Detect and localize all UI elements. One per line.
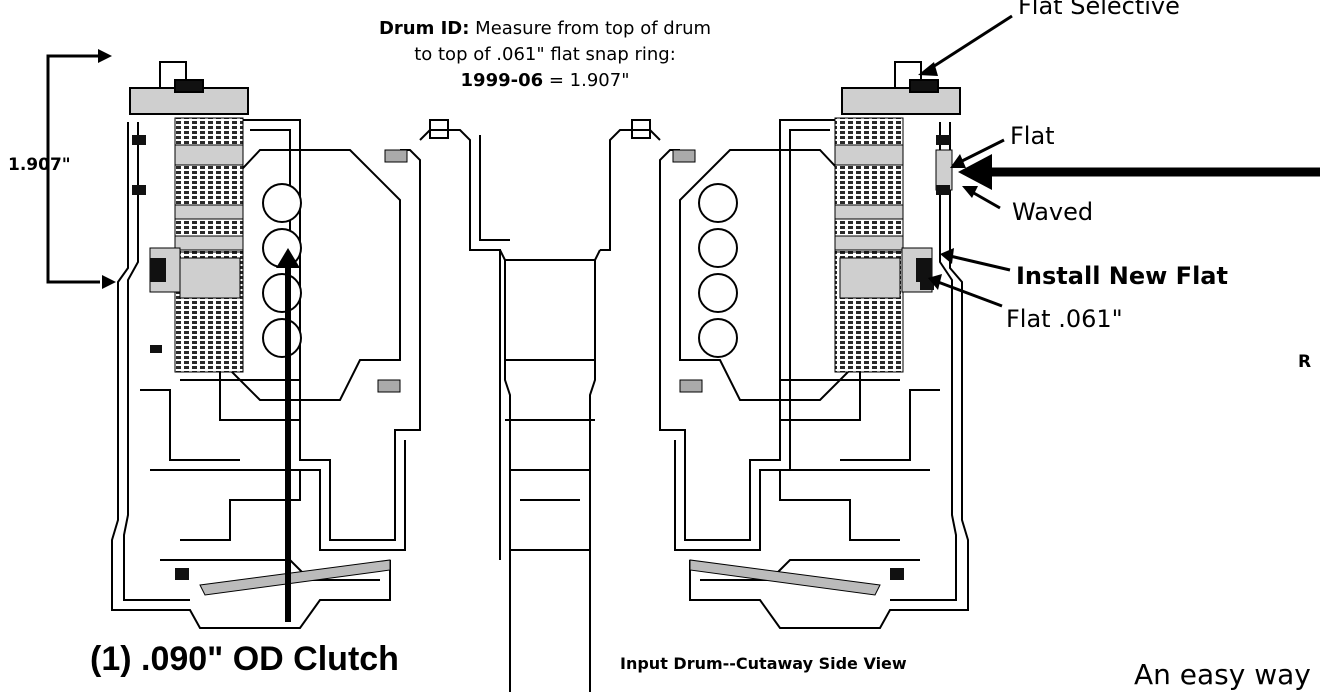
left-check-balls (262, 183, 302, 358)
dimension-label: 1.907" (8, 155, 71, 175)
dimension-arrow-bottom (102, 275, 116, 289)
flat-label: Flat (1010, 122, 1055, 150)
drum-id-line3: 1999-06 = 1.907" (300, 68, 790, 94)
left-upper-clutch-pack (174, 117, 244, 257)
waved-leader (971, 190, 1001, 210)
right-drum-half (600, 61, 969, 629)
flat-leader (959, 138, 1005, 164)
drum-id-heading: Drum ID: (378, 18, 470, 39)
waved-label: Waved (1012, 198, 1094, 226)
right-upper-clutch-pack (834, 117, 904, 257)
od-clutch-label: (1) .090" OD Clutch (90, 640, 399, 678)
drum-id-value: = 1.907" (543, 70, 630, 91)
drum-id-year: 1999-06 (460, 70, 544, 91)
dimension-arrow-top (98, 49, 112, 63)
od-clutch-arrowhead (276, 248, 300, 268)
dimension-bracket (46, 54, 100, 284)
flat-061-leader (937, 280, 1003, 308)
right-check-balls (698, 183, 738, 358)
drum-id-line2: to top of .061" flat snap ring: (414, 44, 676, 65)
install-new-flat-label: Install New Flat (1016, 262, 1228, 290)
figure-caption: Input Drum--Cutaway Side View (620, 654, 907, 673)
flat-061-label: Flat .061" (1006, 305, 1123, 333)
left-drum-half (111, 61, 510, 629)
big-arrowhead (958, 154, 992, 190)
center-shaft (499, 249, 601, 692)
flat-selective-leader (927, 14, 1013, 72)
flat-selective-label: Flat Selective (1018, 0, 1180, 20)
drum-id-line1: Drum ID: Measure from top of drum (300, 16, 790, 42)
drum-id-text: Measure from top of drum (469, 18, 712, 39)
cut-footer-text: An easy way (1134, 658, 1311, 691)
drum-id-note: Drum ID: Measure from top of drum to top… (300, 16, 790, 94)
cut-letter-r: R (1298, 352, 1312, 372)
install-new-flat-leader (949, 254, 1011, 272)
